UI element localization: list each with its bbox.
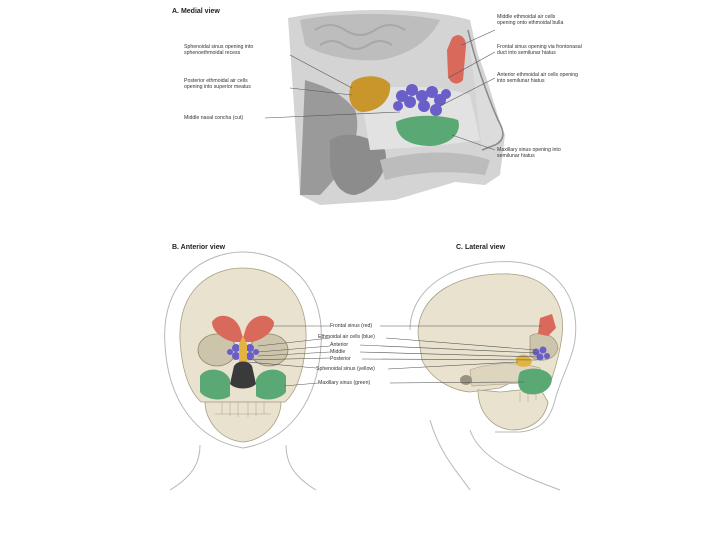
lateral-view-illustration: [0, 0, 720, 540]
